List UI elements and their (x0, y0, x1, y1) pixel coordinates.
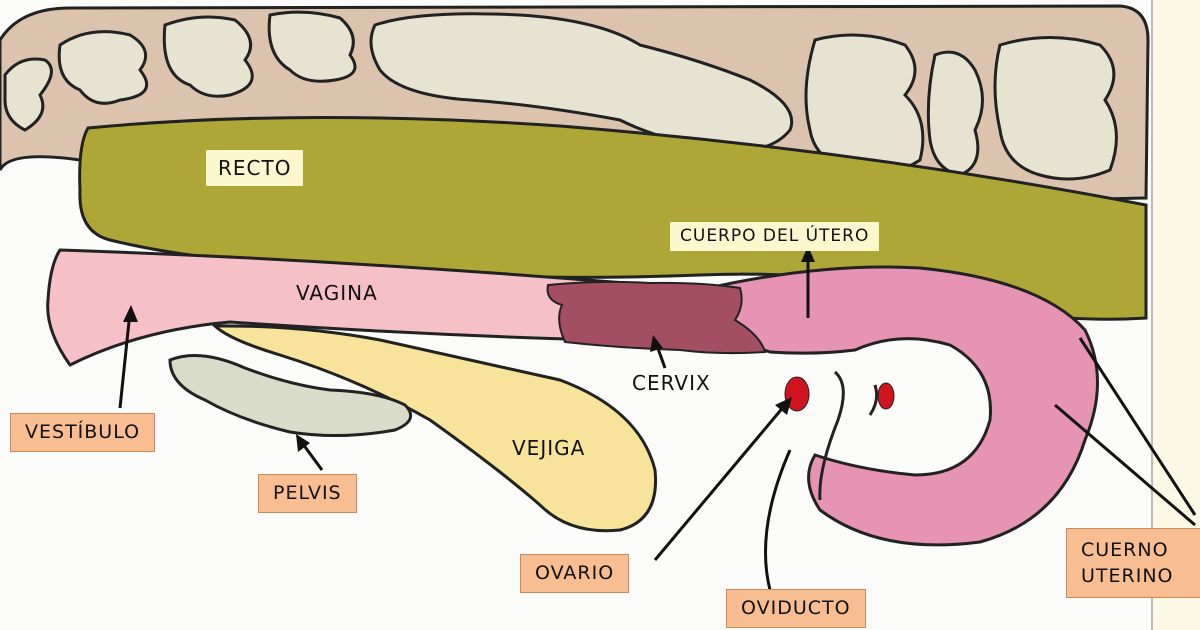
vertebra-7 (926, 50, 984, 177)
bladder-shape (211, 324, 658, 533)
label-vestibulo-text: VESTÍBULO (25, 421, 141, 443)
label-cervix: CERVIX (632, 373, 711, 393)
label-vejiga-text: VEJIGA (512, 436, 586, 460)
right-margin-strip (1152, 0, 1200, 630)
vertebrae (3, 10, 1118, 181)
ovary-left (784, 376, 810, 412)
arrow-cuerno-1 (1054, 403, 1196, 527)
vertebra-8 (993, 36, 1118, 181)
arrowhead-vestibulo (123, 305, 138, 322)
arrowhead-ovario (775, 397, 792, 415)
cervix-shape (546, 280, 767, 355)
vertebra-6 (804, 33, 925, 175)
vertebra-2 (57, 30, 149, 105)
label-cuerpo-text: CUERPO DEL ÚTERO (680, 226, 870, 246)
label-vejiga: VEJIGA (512, 438, 585, 458)
arrowhead-cuerpo (801, 246, 815, 262)
vertebra-4 (267, 10, 357, 83)
oviduct-shape (818, 370, 879, 501)
arrow-ovario (653, 404, 787, 561)
ovary-right (877, 382, 895, 410)
vertebra-3 (162, 15, 254, 98)
arrowhead-cervix (650, 335, 663, 352)
label-cuerpo-del-utero: CUERPO DEL ÚTERO (670, 222, 880, 251)
pelvis-shape (168, 354, 413, 438)
label-ovario-text: OVARIO (535, 562, 615, 584)
label-pelvis-text: PELVIS (273, 482, 342, 504)
label-ovario: OVARIO (520, 554, 630, 593)
arrow-vestibulo (118, 311, 132, 409)
label-pelvis: PELVIS (258, 474, 357, 513)
label-vagina: VAGINA (296, 283, 378, 303)
label-recto: RECTO (206, 150, 304, 186)
vertebra-5 (369, 12, 793, 153)
label-recto-text: RECTO (218, 156, 292, 180)
arrow-oviducto (764, 449, 792, 591)
label-oviducto: OVIDUCTO (726, 589, 866, 628)
arrow-cuerno-2 (1078, 337, 1197, 516)
arrowhead-pelvis (296, 434, 310, 452)
leader-lines (118, 253, 1197, 591)
label-cervix-text: CERVIX (632, 371, 711, 395)
label-cuerno-line1: CUERNO (1081, 539, 1169, 561)
vertebra-1 (3, 57, 53, 132)
uterus-shape (697, 265, 1099, 547)
arrowheads (123, 246, 815, 452)
label-oviducto-text: OVIDUCTO (741, 597, 851, 619)
label-cuerno-line2: UTERINO (1081, 565, 1174, 587)
label-vagina-text: VAGINA (296, 281, 378, 305)
label-vestibulo: VESTÍBULO (10, 413, 156, 452)
label-cuerno-uterino: CUERNO UTERINO (1066, 528, 1200, 598)
